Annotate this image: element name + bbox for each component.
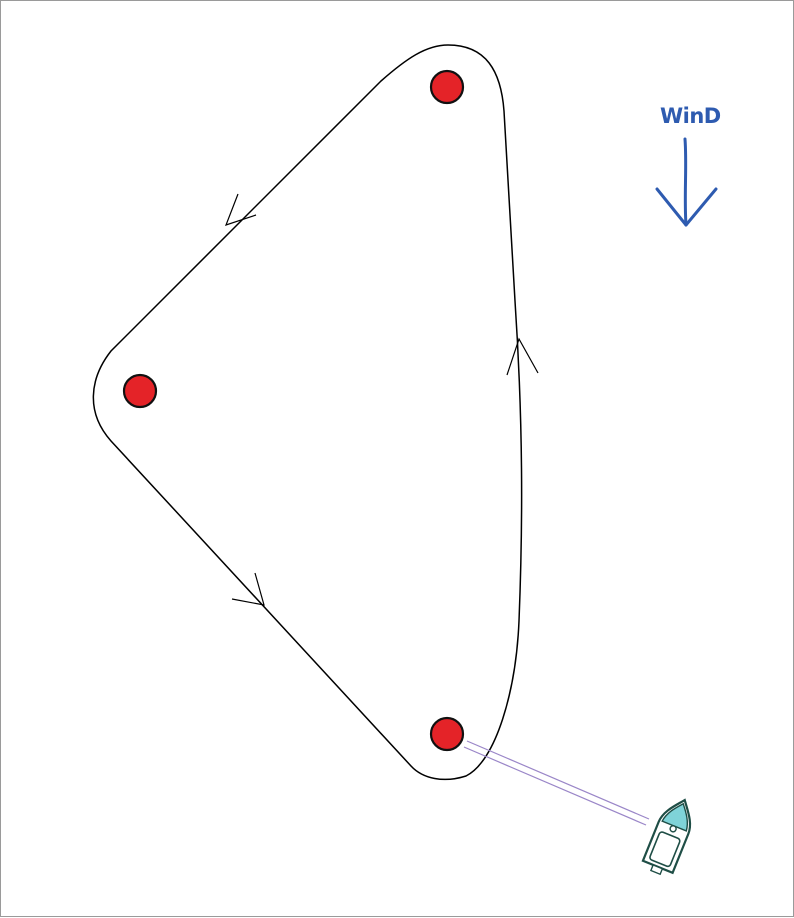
mark-left [122,373,158,409]
mark-bottom [429,716,465,752]
course-line [92,44,523,781]
course-direction-arrow-downleft [224,193,257,226]
arrow-down-icon [655,137,718,227]
start-line [463,740,650,826]
course-direction-arrow-downright [231,572,265,606]
course-direction-arrow-up [506,337,539,376]
wind-label: WinD [660,104,721,128]
committee-boat-icon [641,798,692,876]
mark-top [429,69,465,105]
